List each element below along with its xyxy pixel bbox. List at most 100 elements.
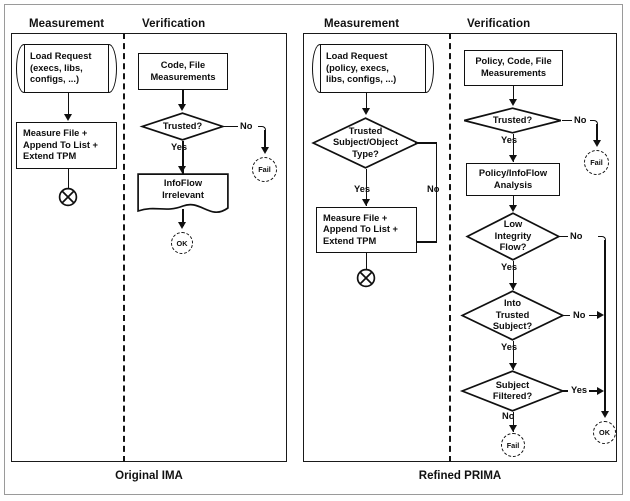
node-text-line-3: Extend TPM: [323, 235, 377, 246]
node-text-line-1: InfoFlow: [163, 178, 203, 189]
node-ima-load-request: Load Request (execs, libs, configs, ...): [16, 44, 117, 93]
diamond-shape: [463, 107, 562, 134]
node-prima-fail-top: Fail: [584, 150, 609, 175]
diamond-shape: [465, 212, 561, 261]
edge-prima-load-to-tso: [365, 93, 368, 112]
node-text-line-3: configs, ...): [30, 74, 80, 85]
label-prima-its-no: No: [573, 310, 586, 320]
edge-ima-infoflow-to-ok-arrowhead: [178, 222, 187, 229]
label-prima-tso-no: No: [427, 184, 440, 194]
edge-prima-load-to-tso-arrowhead: [361, 108, 370, 115]
edge-prima-lif-yes-arrowhead: [508, 283, 517, 290]
label-ima-trusted-yes: Yes: [171, 142, 188, 152]
node-text-line-3: Extend TPM: [23, 151, 77, 162]
edge-prima-its-yes-arrowhead: [508, 363, 517, 370]
label-prima-sf-no: No: [502, 411, 515, 421]
edge-prima-trusted-no-down: [596, 124, 598, 143]
node-text: Measure File + Append To List + Extend T…: [17, 128, 116, 163]
edge-prima-measurements-to-trusted: [512, 86, 515, 102]
node-text-line-1: Policy, Code, File: [475, 56, 552, 67]
node-text-line-1: Code, File: [160, 59, 206, 70]
node-text-line-1: Measure File +: [323, 212, 388, 223]
node-text-line-2: Measurements: [480, 68, 547, 78]
node-ima-fail: Fail: [252, 157, 277, 182]
edge-prima-its-no-arrowhead: [597, 311, 604, 319]
node-text-line-1: Load Request: [326, 51, 388, 62]
caption-refined-prima: Refined PRIMA: [418, 470, 502, 482]
node-ima-infoflow-irrelevant: InfoFlow Irrelevant: [137, 173, 229, 217]
circled-x-icon: [356, 268, 376, 288]
edge-prima-sf-no: [512, 412, 515, 432]
edge-ima-trusted-yes: [182, 141, 184, 174]
diamond-shape: [311, 117, 420, 169]
node-prima-subject-filtered: Subject Filtered?: [459, 370, 566, 412]
edge-prima-tso-no-right: [415, 142, 437, 144]
edge-ima-no-down: [264, 130, 266, 150]
node-text: Policy/InfoFlow Analysis: [476, 168, 550, 191]
node-text-line-2: Append To List +: [23, 139, 98, 150]
edge-prima-its-yes: [512, 341, 515, 370]
node-text-line-2: (policy, execs,: [326, 62, 389, 73]
node-prima-policy-infoflow-analysis: Policy/InfoFlow Analysis: [466, 163, 560, 196]
left-panel-column-divider: [123, 33, 125, 462]
edge-prima-analysis-to-lif: [512, 196, 515, 209]
label-prima-lif-no: No: [570, 231, 583, 241]
cylinder-right-arc: [101, 44, 117, 93]
label-prima-trusted-no: No: [574, 115, 587, 125]
node-ima-trusted: Trusted?: [139, 112, 226, 141]
node-ima-measure-join: [58, 187, 78, 207]
edge-ima-no-arrowhead: [260, 147, 269, 154]
node-prima-trusted-subject-object-type: Trusted Subject/Object Type?: [311, 117, 420, 169]
node-text-line-3: libs, configs, ...): [326, 74, 397, 85]
caption-original-ima: Original IMA: [115, 470, 183, 482]
node-prima-policy-code-file-measurements: Policy, Code, File Measurements: [464, 50, 563, 86]
node-prima-trusted: Trusted?: [463, 107, 562, 134]
node-prima-measure-join: [356, 268, 376, 288]
edge-prima-sf-yes: [562, 390, 568, 392]
edge-prima-trusted-yes-arrowhead: [508, 155, 517, 162]
node-text: Measure File + Append To List + Extend T…: [317, 213, 416, 248]
node-prima-fail-bottom: Fail: [501, 433, 525, 457]
edge-ima-trusted-yes-arrowhead: [178, 166, 187, 173]
node-text-line-2: Append To List +: [323, 224, 398, 235]
edge-ima-measurements-to-trusted-arrowhead: [178, 104, 187, 111]
edge-prima-right-rail-arrowhead: [600, 411, 609, 418]
left-column-header-verification: Verification: [142, 18, 206, 30]
node-ima-measure-file: Measure File + Append To List + Extend T…: [16, 122, 117, 169]
label-ima-trusted-no: No: [240, 121, 253, 131]
edge-ima-trusted-no: [224, 125, 238, 128]
edge-prima-its-no-to-rail: [589, 314, 599, 317]
cylinder-right-arc: [418, 44, 434, 93]
edge-prima-its-no: [562, 314, 570, 317]
document-shape: [137, 173, 229, 214]
right-column-header-measurement: Measurement: [324, 18, 400, 30]
node-text: InfoFlow Irrelevant: [137, 173, 229, 207]
label-prima-tso-yes: Yes: [354, 184, 371, 194]
diamond-shape: [139, 112, 226, 141]
node-prima-into-trusted-subject: Into Trusted Subject?: [460, 290, 565, 341]
diamond-shape: [459, 370, 566, 412]
right-panel-column-divider: [449, 33, 451, 462]
cylinder-body: Load Request (policy, execs, libs, confi…: [320, 44, 426, 93]
node-text: Load Request (execs, libs, configs, ...): [25, 51, 91, 86]
edge-prima-sf-yes-to-rail: [589, 390, 599, 392]
diamond-shape: [460, 290, 565, 341]
edge-ima-load-to-measure: [67, 93, 70, 117]
node-text: Policy, Code, File Measurements: [472, 56, 554, 79]
node-text-line-2: Analysis: [493, 179, 533, 190]
node-text-line-2: Measurements: [150, 71, 216, 82]
node-text-line-2: (execs, libs,: [30, 62, 83, 73]
panel-original-ima: [11, 33, 287, 462]
label-prima-sf-yes: Yes: [571, 385, 588, 395]
label-prima-lif-yes: Yes: [501, 262, 518, 272]
right-column-header-verification: Verification: [467, 18, 531, 30]
node-prima-low-integrity-flow: Low Integrity Flow?: [465, 212, 561, 261]
label-prima-its-yes: Yes: [501, 342, 518, 352]
node-text-line-2: Irrelevant: [162, 190, 204, 200]
edge-ima-measure-to-join: [67, 169, 70, 188]
cylinder-body: Load Request (execs, libs, configs, ...): [24, 44, 109, 93]
node-text-line-1: Policy/InfoFlow: [478, 167, 548, 178]
edge-ima-infoflow-to-ok: [182, 209, 184, 226]
node-text: Load Request (policy, execs, libs, confi…: [321, 51, 396, 86]
